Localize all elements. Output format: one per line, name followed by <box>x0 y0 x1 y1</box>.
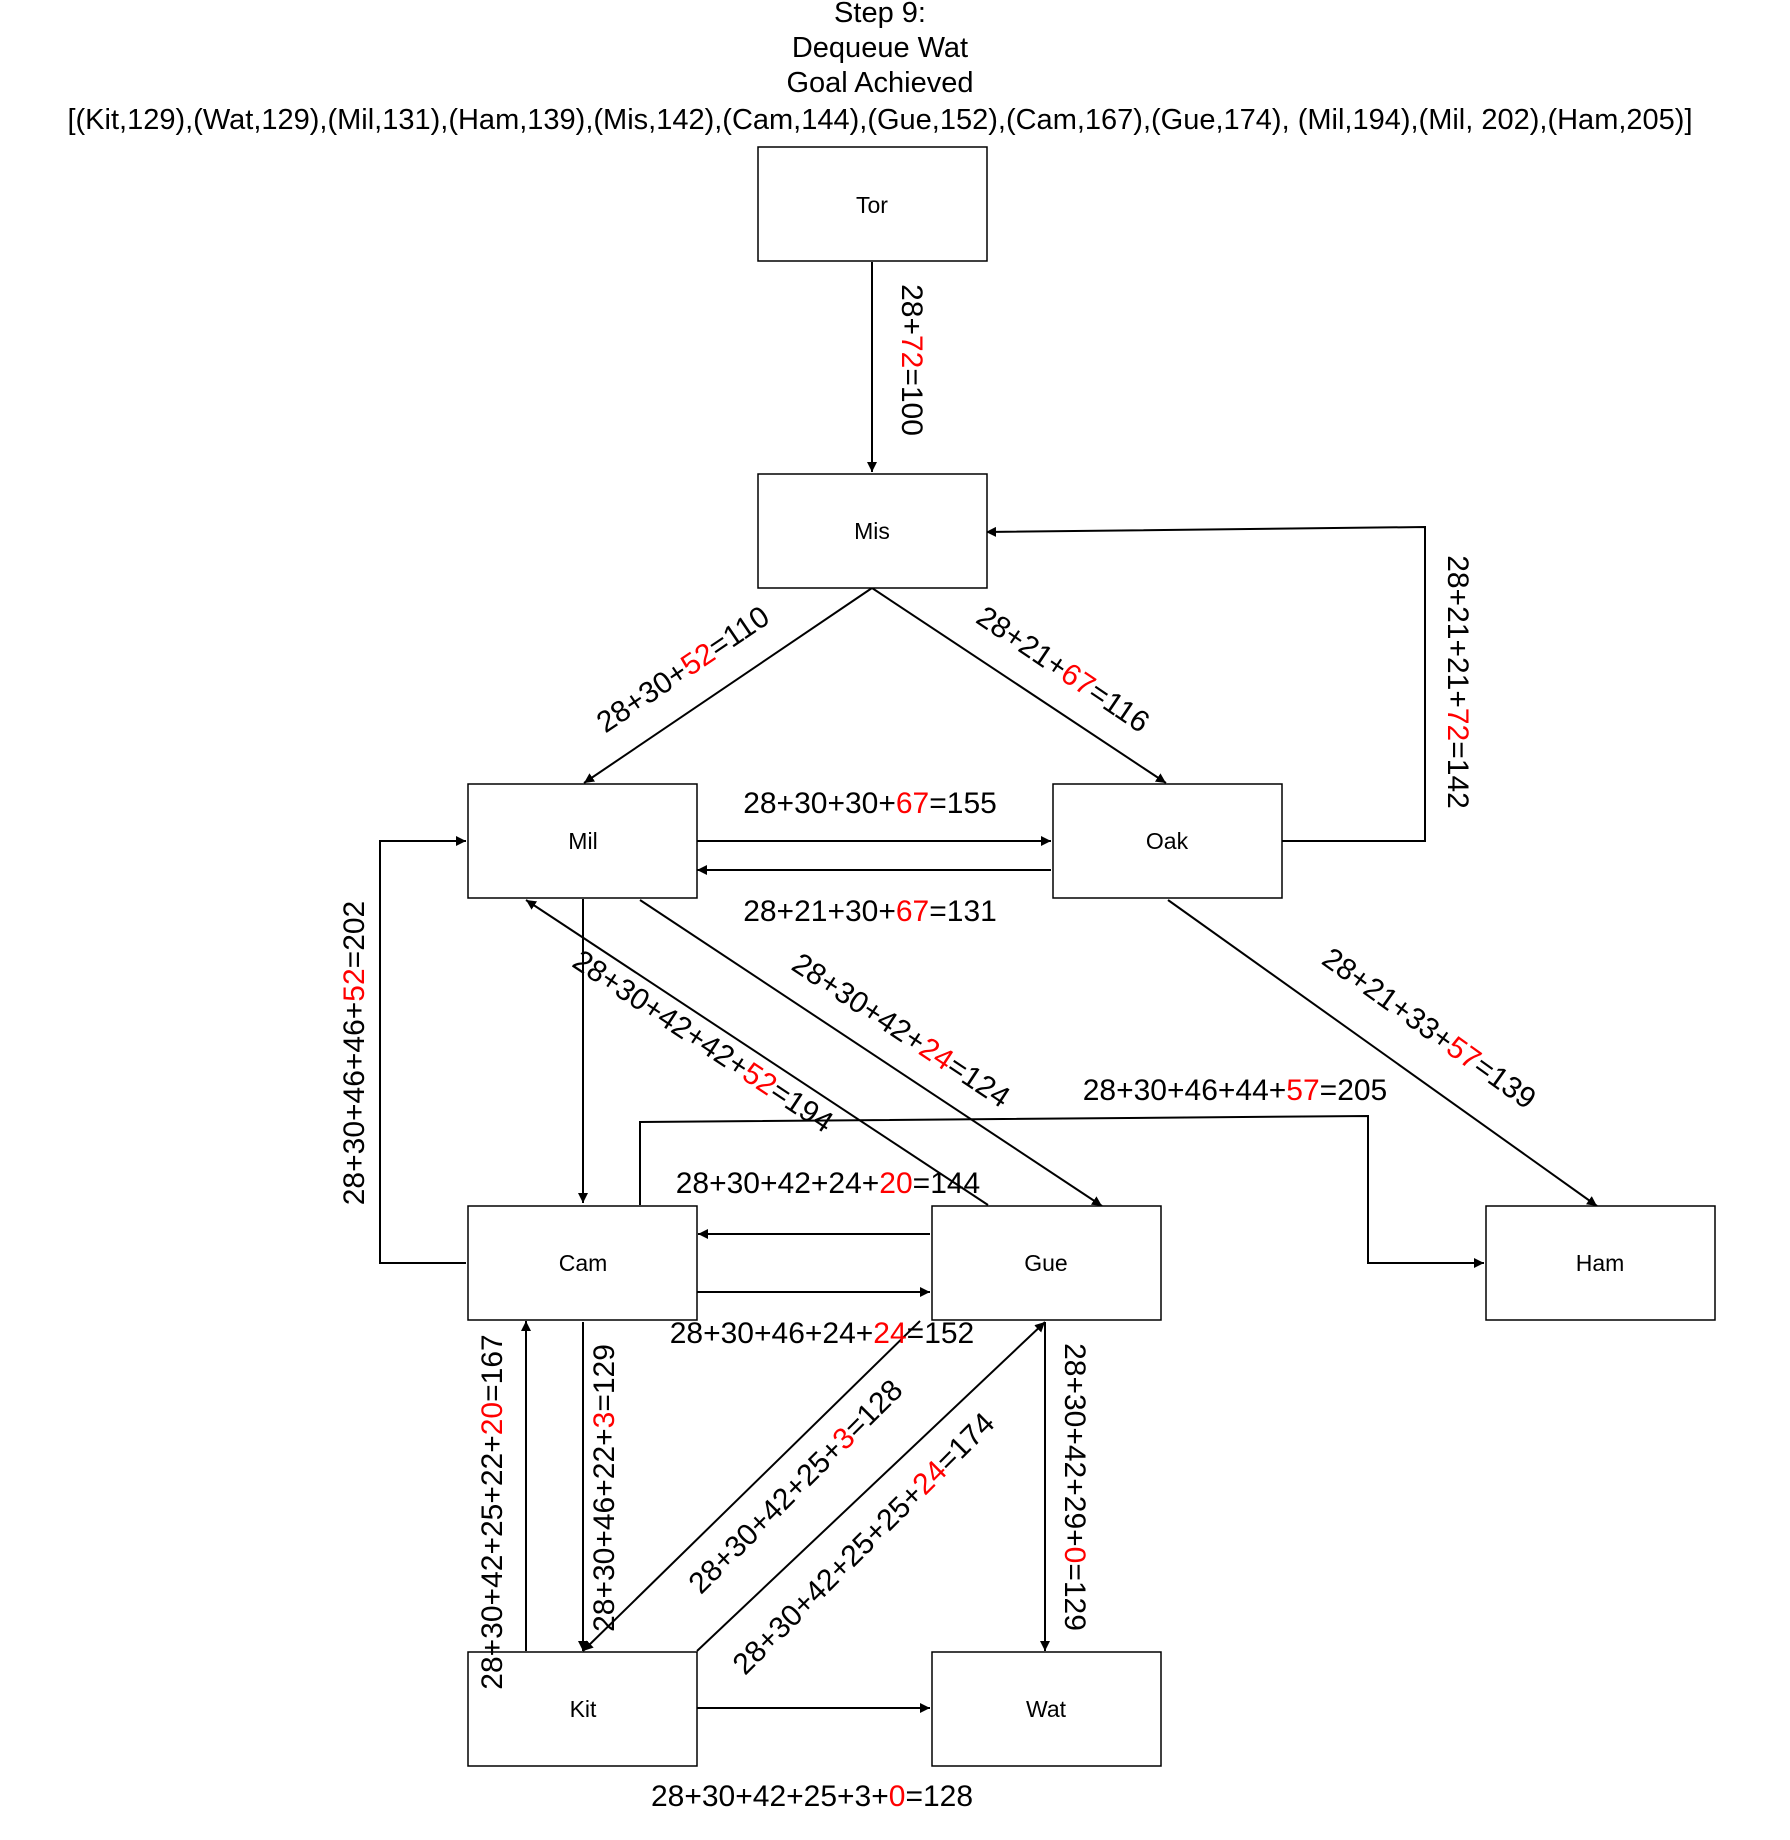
edge-gue-mil <box>525 899 989 1206</box>
edge-cam-mil <box>379 836 466 1264</box>
node-label: Kit <box>570 1696 597 1722</box>
edge-label-kit-cam: 28+30+42+25+22+20=167 <box>476 1334 509 1689</box>
edge-label-gue-wat: 28+30+42+29+0=129 <box>1058 1343 1091 1631</box>
priority-queue: [(Kit,129),(Wat,129),(Mil,131),(Ham,139)… <box>67 104 1692 136</box>
node-label: Mil <box>568 828 597 854</box>
edge-label-oak-mis: 28+21+21+72=142 <box>1441 555 1474 809</box>
node-gue: Gue <box>931 1205 1162 1321</box>
header: Step 9: Dequeue Wat Goal Achieved [(Kit,… <box>67 0 1692 136</box>
edge-label-oak-mil: 28+21+30+67=131 <box>743 895 997 928</box>
edge-label-cam-gue: 28+30+46+24+24=152 <box>670 1317 975 1350</box>
node-label: Gue <box>1024 1250 1067 1276</box>
node-label: Tor <box>856 192 888 218</box>
edge-label-cam-ham: 28+30+46+44+57=205 <box>1083 1074 1388 1107</box>
node-ham: Ham <box>1485 1205 1716 1321</box>
edge-label-kit-wat: 28+30+42+25+3+0=128 <box>651 1780 973 1813</box>
edge-mis-mil <box>583 587 873 784</box>
edge-kit-gue <box>696 1321 1046 1652</box>
edge-gue-kit <box>582 1320 921 1652</box>
step-status: Goal Achieved <box>786 67 973 99</box>
edge-mil-gue <box>639 899 1103 1207</box>
node-cam: Cam <box>467 1205 698 1321</box>
edge-label-cam-kit: 28+30+46+22+3=129 <box>588 1344 621 1632</box>
node-tor: Tor <box>757 146 988 262</box>
edge-mis-oak <box>871 587 1167 784</box>
node-oak: Oak <box>1052 783 1283 899</box>
node-mis: Mis <box>757 473 988 589</box>
node-label: Oak <box>1146 828 1189 854</box>
edge-label-mil-oak: 28+30+30+67=155 <box>743 787 997 820</box>
edge-label-gue-kit: 28+30+42+25+3=128 <box>682 1373 909 1600</box>
node-label: Cam <box>559 1250 608 1276</box>
step-action: Dequeue Wat <box>792 32 968 64</box>
node-wat: Wat <box>931 1651 1162 1767</box>
edge-label-mil-gue: 28+30+42+24=124 <box>786 947 1016 1115</box>
node-mil: Mil <box>467 783 698 899</box>
edge-label-gue-cam: 28+30+42+24+20=144 <box>676 1167 981 1200</box>
edge-oak-mis <box>985 525 1426 842</box>
node-kit: Kit <box>467 1651 698 1767</box>
edge-cam-ham <box>639 1114 1484 1268</box>
node-label: Mis <box>854 518 890 544</box>
node-label: Ham <box>1576 1250 1625 1276</box>
edges <box>379 262 1598 1713</box>
edge-label-kit-gue: 28+30+42+25+25+24=174 <box>727 1407 1002 1682</box>
edge-label-cam-mil: 28+30+46+46+52=202 <box>338 901 371 1206</box>
step-title: Step 9: <box>834 0 926 29</box>
edge-label-mis-mil: 28+30+52=110 <box>591 600 776 739</box>
edge-oak-ham <box>1167 899 1598 1207</box>
nodes: Tor Mis Mil Oak Cam Gue Ham Kit <box>467 146 1716 1767</box>
node-label: Wat <box>1026 1696 1067 1722</box>
edge-label-tor-mis: 28+72=100 <box>895 284 928 436</box>
edge-label-mis-oak: 28+21+67=116 <box>971 600 1156 739</box>
